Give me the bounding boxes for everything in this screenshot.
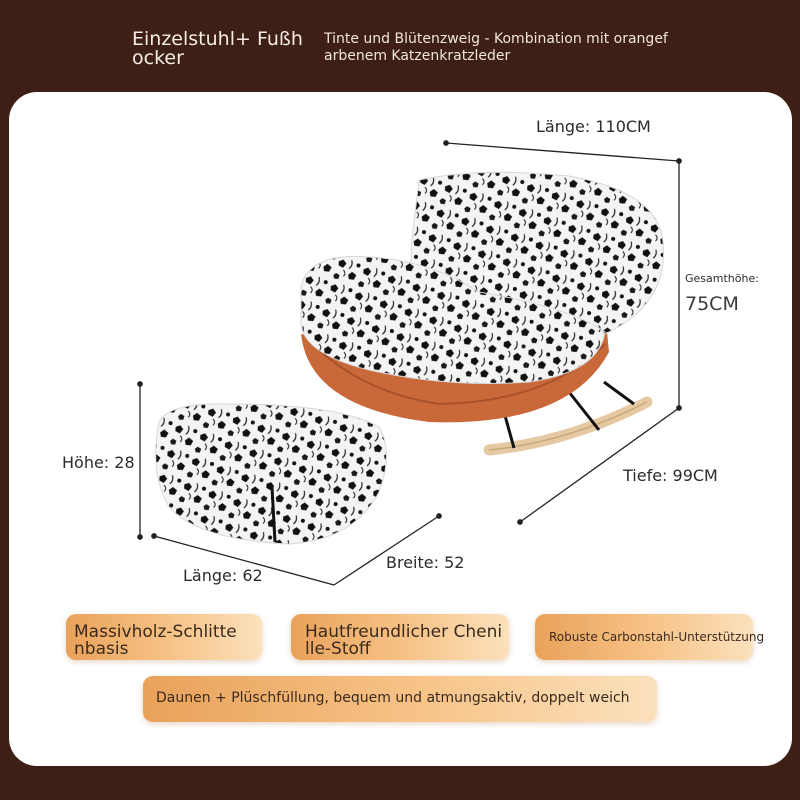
stool-width-label: Breite: 52 (386, 553, 465, 572)
stool-height-label: Höhe: 28 (62, 453, 135, 472)
total-height-value: 75CM (685, 293, 739, 315)
stool-width-line (333, 513, 442, 586)
stool-length-line (151, 533, 335, 586)
chair-depth-line (517, 407, 680, 525)
rocking-chair (300, 171, 665, 456)
feature-badge-wood-base: Massivholz-Schlittenbasis (66, 614, 262, 660)
chair-depth-label: Tiefe: 99CM (623, 466, 718, 485)
chair-length-line (443, 140, 682, 164)
product-title: Einzelstuhl+ Fußhocker (132, 28, 303, 69)
product-card: Länge: 110CM Gesamthöhe: 75CM Tiefe: 99C… (9, 92, 792, 766)
feature-badge-filling: Daunen + Plüschfüllung, bequem und atmun… (143, 676, 657, 722)
stool-length-label: Länge: 62 (183, 566, 263, 585)
chair-height-line (676, 161, 682, 411)
product-illustration (137, 140, 682, 586)
footstool (155, 403, 387, 545)
feature-badge-steel-support: Robuste Carbonstahl-Unterstützung (535, 614, 764, 660)
chair-length-label: Länge: 110CM (536, 117, 651, 136)
total-height-label: Gesamthöhe: (685, 272, 759, 285)
product-description: Tinte und Blütenzweig - Kombination mit … (324, 31, 668, 64)
stool-height-line (137, 381, 143, 540)
feature-badge-chenille: Hautfreundlicher Chenille-Stoff (291, 614, 509, 660)
